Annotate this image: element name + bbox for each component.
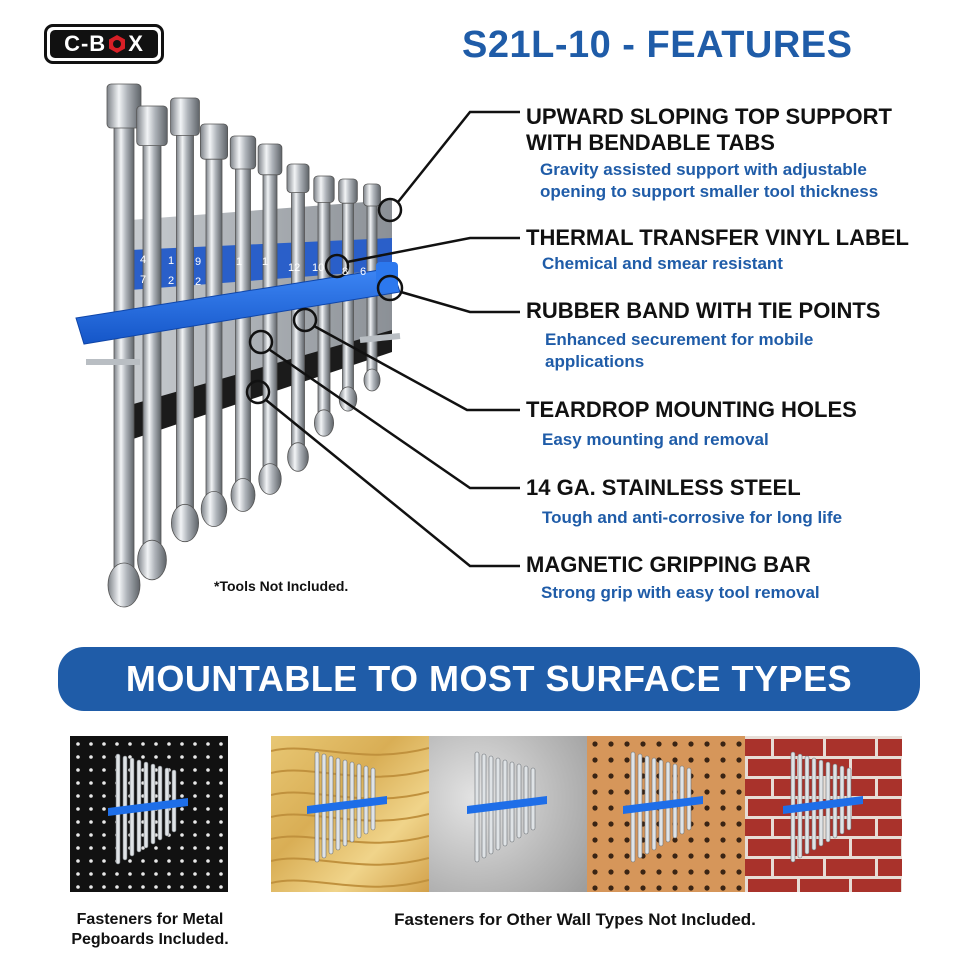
label-number: 2 — [195, 276, 202, 288]
feature-3: RUBBER BAND WITH TIE POINTS Enhanced sec… — [526, 298, 880, 373]
label-number: 8 — [342, 266, 349, 278]
wrench — [199, 123, 228, 527]
feature-heading: RUBBER BAND WITH TIE POINTS — [526, 298, 881, 323]
label-number: 12 — [288, 262, 301, 274]
label-number: 10 — [312, 262, 325, 274]
mini-wrench-rack — [783, 751, 863, 863]
label-number: 9 — [195, 256, 202, 268]
brick-image — [745, 736, 902, 892]
label-number: 2 — [168, 275, 175, 287]
wrench — [229, 135, 257, 512]
hex-nut-icon — [109, 35, 126, 53]
surface-hardboard-pegboard — [587, 736, 745, 892]
feature-description: Strong grip with easy tool removal — [541, 583, 820, 602]
surface-brick — [745, 736, 902, 892]
banner-text: MOUNTABLE TO MOST SURFACE TYPES — [125, 658, 853, 699]
mini-wrench-rack — [467, 751, 547, 863]
label-number: 7 — [140, 274, 147, 286]
feature-heading: THERMAL TRANSFER VINYL LABEL — [526, 225, 909, 250]
feature-heading: 14 GA. STAINLESS STEEL — [526, 475, 801, 500]
surface-metal-pegboard — [70, 736, 228, 892]
feature-6: MAGNETIC GRIPPING BAR Strong grip with e… — [526, 552, 820, 604]
mini-wrench-rack — [108, 753, 188, 865]
surface-concrete — [429, 736, 587, 892]
wrench — [286, 163, 310, 472]
tools-note: *Tools Not Included. — [214, 578, 349, 594]
feature-2: THERMAL TRANSFER VINYL LABEL Chemical an… — [526, 225, 909, 275]
page-title: S21L-10 - FEATURES — [462, 24, 853, 66]
feature-description: Gravity assisted support with adjustable — [540, 160, 867, 179]
metal-pegboard-image — [76, 742, 223, 889]
label-number: 6 — [360, 266, 367, 278]
metal-caption-line1: Fasteners for Metal — [76, 911, 224, 928]
feature-description: applications — [545, 352, 645, 371]
feature-heading: MAGNETIC GRIPPING BAR — [526, 552, 811, 577]
label-number: 4 — [140, 254, 147, 266]
mini-wrench-rack — [623, 751, 703, 863]
label-number: 1 — [236, 256, 243, 268]
feature-description: Easy mounting and removal — [542, 430, 769, 449]
product-illustration — [75, 83, 520, 608]
brand-logo: C-B X — [44, 24, 164, 64]
wrench — [106, 83, 142, 608]
feature-1: UPWARD SLOPING TOP SUPPORT WITH BENDABLE… — [526, 104, 892, 203]
label-number: 1 — [262, 256, 269, 268]
feature-heading: WITH BENDABLE TABS — [526, 130, 775, 155]
logo-text-left: C-B — [64, 31, 107, 56]
surface-plywood — [271, 736, 429, 892]
mini-wrench-rack — [307, 751, 387, 863]
feature-description: opening to support smaller tool thicknes… — [540, 182, 879, 201]
label-number: 1 — [168, 255, 175, 267]
logo-text-right: X — [128, 31, 144, 56]
other-caption: Fasteners for Other Wall Types Not Inclu… — [394, 910, 756, 929]
wrench — [313, 175, 335, 437]
feature-4: TEARDROP MOUNTING HOLES Easy mounting an… — [526, 397, 857, 451]
feature-description: Tough and anti-corrosive for long life — [542, 508, 843, 527]
metal-caption: Fasteners for Metal Pegboards Included. — [50, 910, 250, 950]
feature-heading: UPWARD SLOPING TOP SUPPORT — [526, 104, 892, 129]
hardboard-pegboard-image — [592, 741, 742, 891]
metal-caption-line2: Pegboards Included. — [71, 931, 229, 948]
feature-heading: TEARDROP MOUNTING HOLES — [526, 397, 857, 422]
surface-banner: MOUNTABLE TO MOST SURFACE TYPES — [58, 647, 920, 711]
feature-5: 14 GA. STAINLESS STEEL Tough and anti-co… — [526, 475, 842, 529]
plywood-image — [271, 747, 429, 888]
concrete-image — [467, 751, 547, 863]
wrench — [136, 105, 168, 581]
feature-description: Chemical and smear resistant — [542, 254, 783, 273]
feature-description: Enhanced securement for mobile — [545, 330, 814, 349]
